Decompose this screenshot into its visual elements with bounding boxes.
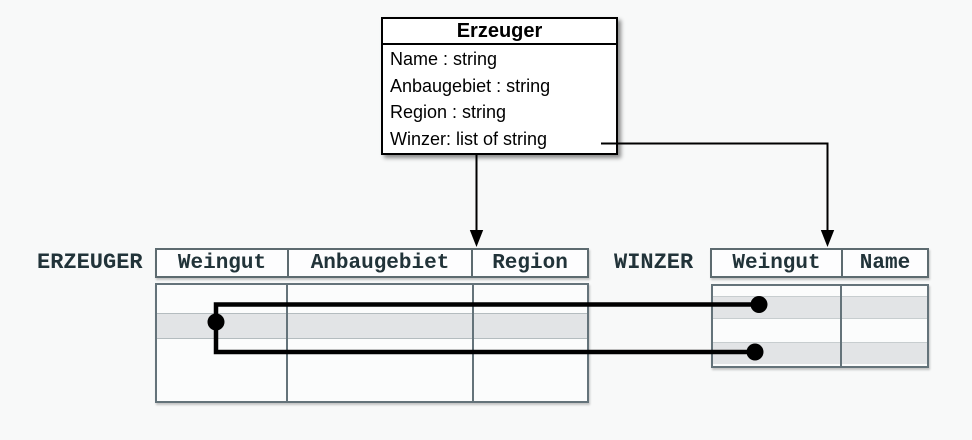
arrowhead-down-icon xyxy=(469,230,484,247)
row-divider xyxy=(713,342,927,343)
row-divider xyxy=(157,313,587,314)
winzer-table-label: WINZER xyxy=(614,250,694,275)
erzeuger-col-weingut: Weingut xyxy=(177,251,267,275)
class-attribute-name: Name : string xyxy=(390,49,498,69)
winzer-highlighted-row-1 xyxy=(713,296,927,318)
erzeuger-col-region: Region xyxy=(471,250,587,276)
winzer-col-weingut: Weingut xyxy=(732,251,821,275)
class-attribute-list: Name : string Anbaugebiet : string Regio… xyxy=(383,45,616,152)
row-divider xyxy=(713,318,927,319)
winzer-col-name: Name xyxy=(841,250,927,276)
arrow-line-to-winzer xyxy=(601,142,829,233)
erzeuger-table-label: ERZEUGER xyxy=(37,250,143,275)
class-attribute-anbaugebiet: Anbaugebiet : string xyxy=(390,75,551,96)
column-divider xyxy=(286,285,288,401)
row-divider xyxy=(157,338,587,339)
column-divider xyxy=(840,286,842,366)
class-attribute-winzer: Winzer: list of string xyxy=(390,128,548,149)
erzeuger-header-row: Weingut Anbaugebiet Region xyxy=(155,248,589,278)
class-title: Erzeuger xyxy=(383,19,616,45)
row-divider xyxy=(713,296,927,297)
uml-class-box-erzeuger: Erzeuger Name : string Anbaugebiet : str… xyxy=(381,17,618,155)
erzeuger-body xyxy=(155,283,589,403)
erzeuger-highlighted-row xyxy=(157,313,587,339)
winzer-highlighted-row-2 xyxy=(713,342,927,364)
winzer-body xyxy=(711,284,929,368)
winzer-header-row: Weingut Name xyxy=(710,248,929,278)
column-divider xyxy=(472,285,474,401)
class-attribute-region: Region : string xyxy=(390,102,507,122)
arrowhead-down-icon xyxy=(820,230,835,247)
erzeuger-col-anbaugebiet: Anbaugebiet xyxy=(287,250,471,276)
